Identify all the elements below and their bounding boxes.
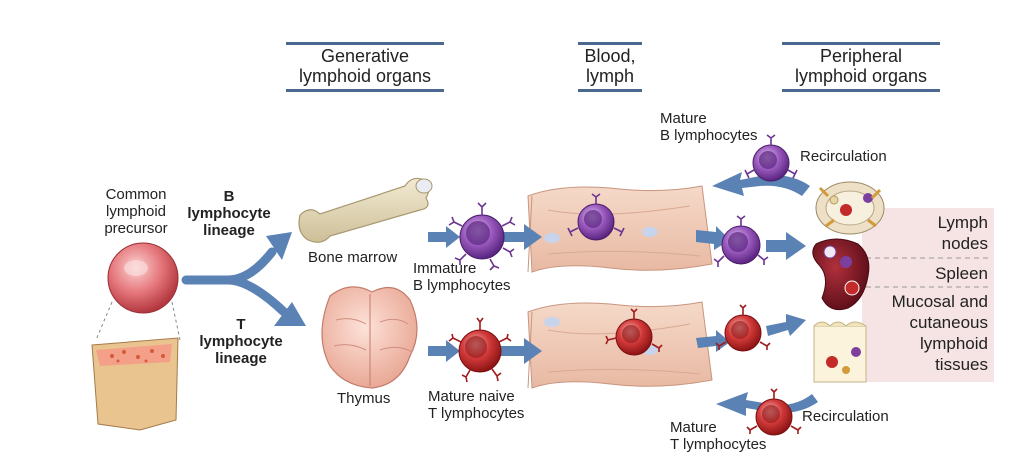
arrow-vessel-to-b [696, 226, 730, 250]
arrow-vessel-to-t [696, 330, 730, 352]
precursor-cell [107, 242, 179, 314]
immature-b-cell [459, 214, 505, 260]
lineage-branch-arrow [181, 247, 289, 317]
t-branch-arrowhead [274, 302, 306, 326]
mature-naive-t-cell [458, 329, 502, 373]
lymph-node-organ [815, 181, 885, 235]
mature-t-cell-circulating [724, 314, 762, 352]
recirc-arrow-top [712, 172, 810, 196]
b-branch-arrowhead [266, 232, 292, 260]
label-thymus: Thymus [337, 390, 391, 407]
label-recirculation-top: Recirculation [800, 148, 887, 165]
label-mucosal-cutaneous-tissues: Mucosal and cutaneous lymphoid tissues [891, 292, 988, 374]
label-mature-b-lymphocytes: Mature B lymphocytes [660, 110, 758, 144]
label-spleen: Spleen [935, 264, 988, 283]
arrow-t-to-vessel [500, 338, 542, 364]
tissue-panel [862, 208, 994, 382]
bone-section-icon [91, 337, 179, 431]
b-cell-receptors [448, 134, 798, 271]
t-cell-receptors [448, 304, 802, 434]
dashed-zoom-lines [95, 301, 181, 341]
b-cell-in-vessel [577, 203, 615, 241]
label-common-lymphoid-precursor: Common lymphoid precursor [104, 186, 168, 237]
label-mature-naive-t-lymphocytes: Mature naive T lymphocytes [428, 388, 525, 422]
header-blood-lymph: Blood, lymph [578, 42, 642, 92]
arrow-b-to-vessel [500, 224, 542, 250]
label-t-lymphocyte-lineage: T lymphocyte lineage [199, 316, 283, 367]
t-cell-in-vessel [615, 318, 653, 356]
header-peripheral-organs: Peripheral lymphoid organs [782, 42, 940, 92]
arrow-t-to-tissue [766, 314, 806, 336]
label-immature-b-lymphocytes: Immature B lymphocytes [413, 260, 511, 294]
mature-b-cell-circulating [721, 225, 761, 265]
label-mature-t-lymphocytes: Mature T lymphocytes [670, 419, 767, 453]
mucosal-tissue-organ [813, 321, 867, 383]
spleen-organ [812, 238, 870, 311]
header-generative-organs: Generative lymphoid organs [286, 42, 444, 92]
label-lymph-nodes: Lymph nodes [937, 213, 988, 253]
bone-marrow-organ [298, 177, 433, 243]
mature-t-cell-recirculating [755, 398, 793, 436]
thymus-organ [321, 286, 418, 389]
label-bone-marrow: Bone marrow [308, 249, 398, 266]
mature-b-cell-recirculating [752, 144, 790, 182]
blood-vessel-top [527, 185, 713, 273]
arrow-b-to-tissue [766, 232, 806, 260]
arrow-thymus-to-t [428, 340, 460, 362]
label-b-lymphocyte-lineage: B lymphocyte lineage [187, 188, 271, 239]
arrow-bm-to-b [428, 226, 460, 248]
label-recirculation-bottom: Recirculation [802, 408, 889, 425]
